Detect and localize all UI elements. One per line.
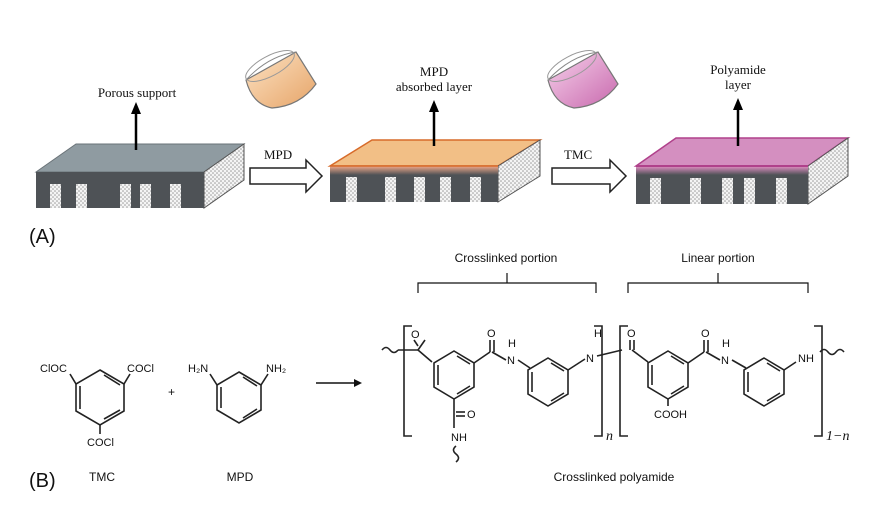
tmc-sub-bottom: COCl: [87, 437, 114, 449]
tmc-beaker-icon: [547, 50, 619, 109]
mpd-layer-label-line2: absorbed layer: [396, 79, 473, 94]
tmc-sub-left: ClOC: [40, 363, 67, 375]
polyamide-layer-label-line1: Polyamide: [710, 62, 766, 77]
mpd-amine-left: H₂N: [188, 363, 208, 375]
polyamide-layer-pointer: [733, 98, 743, 146]
crosslinked-portion-brace: [417, 273, 597, 293]
atom-h-1: H: [508, 338, 516, 350]
plus-sign: +: [168, 385, 175, 399]
subscript-n: n: [606, 429, 613, 444]
mpd-layer-pointer: [429, 100, 439, 146]
porous-support-pointer: [131, 102, 141, 150]
step2-label: TMC: [564, 147, 592, 162]
tmc-sub-right: COCl: [127, 363, 154, 375]
step2-arrow-icon: [551, 158, 628, 194]
atom-n-2: N: [586, 353, 594, 365]
atom-n-1: N: [507, 355, 515, 367]
mpd-layer-label-line1: MPD: [420, 64, 448, 79]
atom-h-3: H: [722, 338, 730, 350]
crosslinked-portion-label: Crosslinked portion: [455, 251, 558, 265]
mpd-structure: H₂N NH₂: [188, 363, 286, 424]
polyamide-block: [633, 137, 851, 205]
tmc-structure: ClOC COCl COCl: [40, 363, 154, 449]
crosslinked-polyamide-name: Crosslinked polyamide: [554, 470, 675, 484]
linear-portion-label: Linear portion: [681, 251, 754, 265]
mpd-beaker-icon: [245, 50, 317, 109]
mpd-name: MPD: [227, 470, 254, 484]
tmc-name: TMC: [89, 470, 115, 484]
mpd-absorbed-block: [327, 139, 543, 203]
atom-o-2: O: [487, 328, 496, 340]
atom-cooh: COOH: [654, 409, 687, 421]
atom-o-1: O: [411, 329, 420, 341]
atom-o-4: O: [627, 328, 636, 340]
atom-o-5: O: [701, 328, 710, 340]
atom-nh-2: NH: [798, 353, 814, 365]
mpd-amine-right: NH₂: [266, 363, 286, 375]
polyamide-layer-label-line2: layer: [725, 77, 752, 92]
panel-b-label: (B): [29, 470, 56, 492]
porous-support-label: Porous support: [98, 85, 177, 100]
atom-o-3: O: [467, 409, 476, 421]
step1-arrow-icon: [249, 158, 324, 194]
linear-portion-brace: [627, 273, 809, 293]
subscript-1-minus-n: 1−n: [826, 429, 849, 444]
atom-n-3: N: [721, 355, 729, 367]
atom-h-2: H: [594, 328, 602, 340]
polyamide-structure: O O N H N H O NH n: [381, 325, 849, 463]
porous-support-block: [34, 143, 246, 209]
atom-nh-1: NH: [451, 432, 467, 444]
panel-a-label: (A): [29, 226, 56, 248]
reaction-arrow-icon: [316, 379, 362, 387]
step1-label: MPD: [264, 147, 292, 162]
